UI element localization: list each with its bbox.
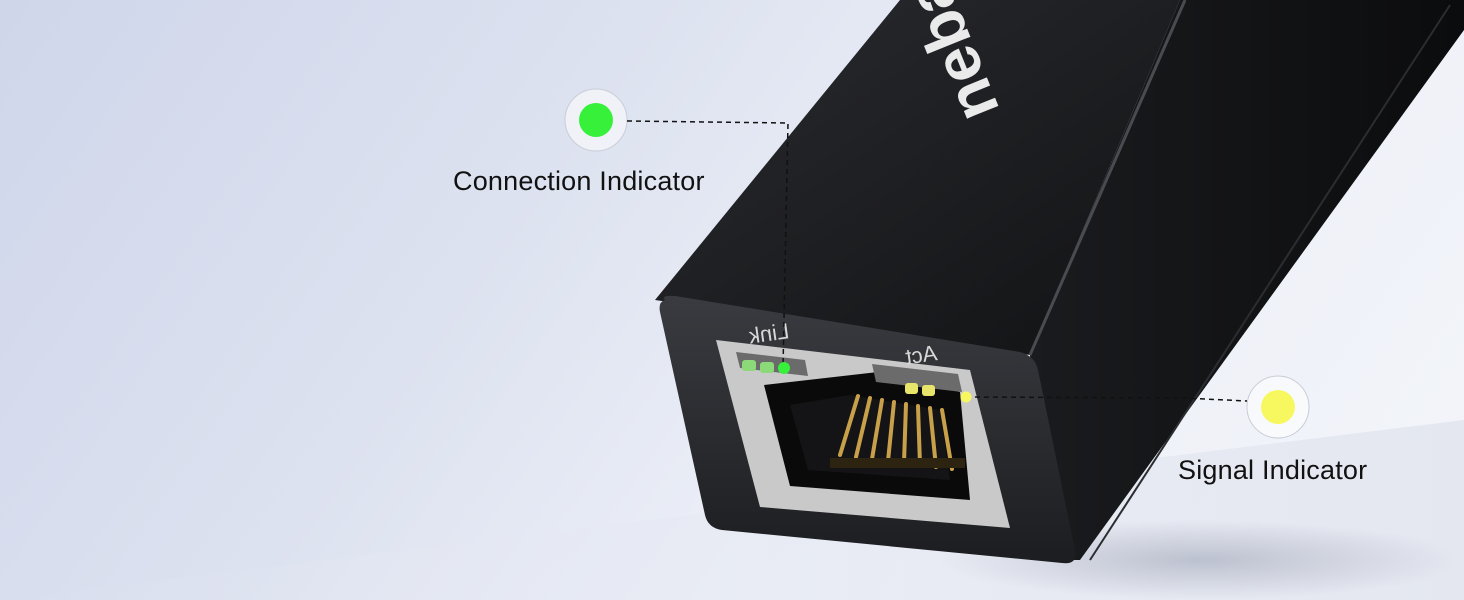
act-led-window: [872, 364, 962, 392]
signal-indicator-label: Signal Indicator: [1178, 455, 1368, 485]
connection-indicator-callout: [564, 88, 790, 374]
connection-indicator-label: Connection Indicator: [453, 166, 705, 196]
adapter-top-face: [655, 0, 1180, 355]
connection-dot-icon: [579, 103, 613, 137]
act-label: Act: [904, 340, 939, 369]
signal-dot-icon: [1261, 390, 1295, 424]
signal-indicator-callout: [960, 375, 1310, 439]
adapter-side-face: [1030, 0, 1464, 560]
